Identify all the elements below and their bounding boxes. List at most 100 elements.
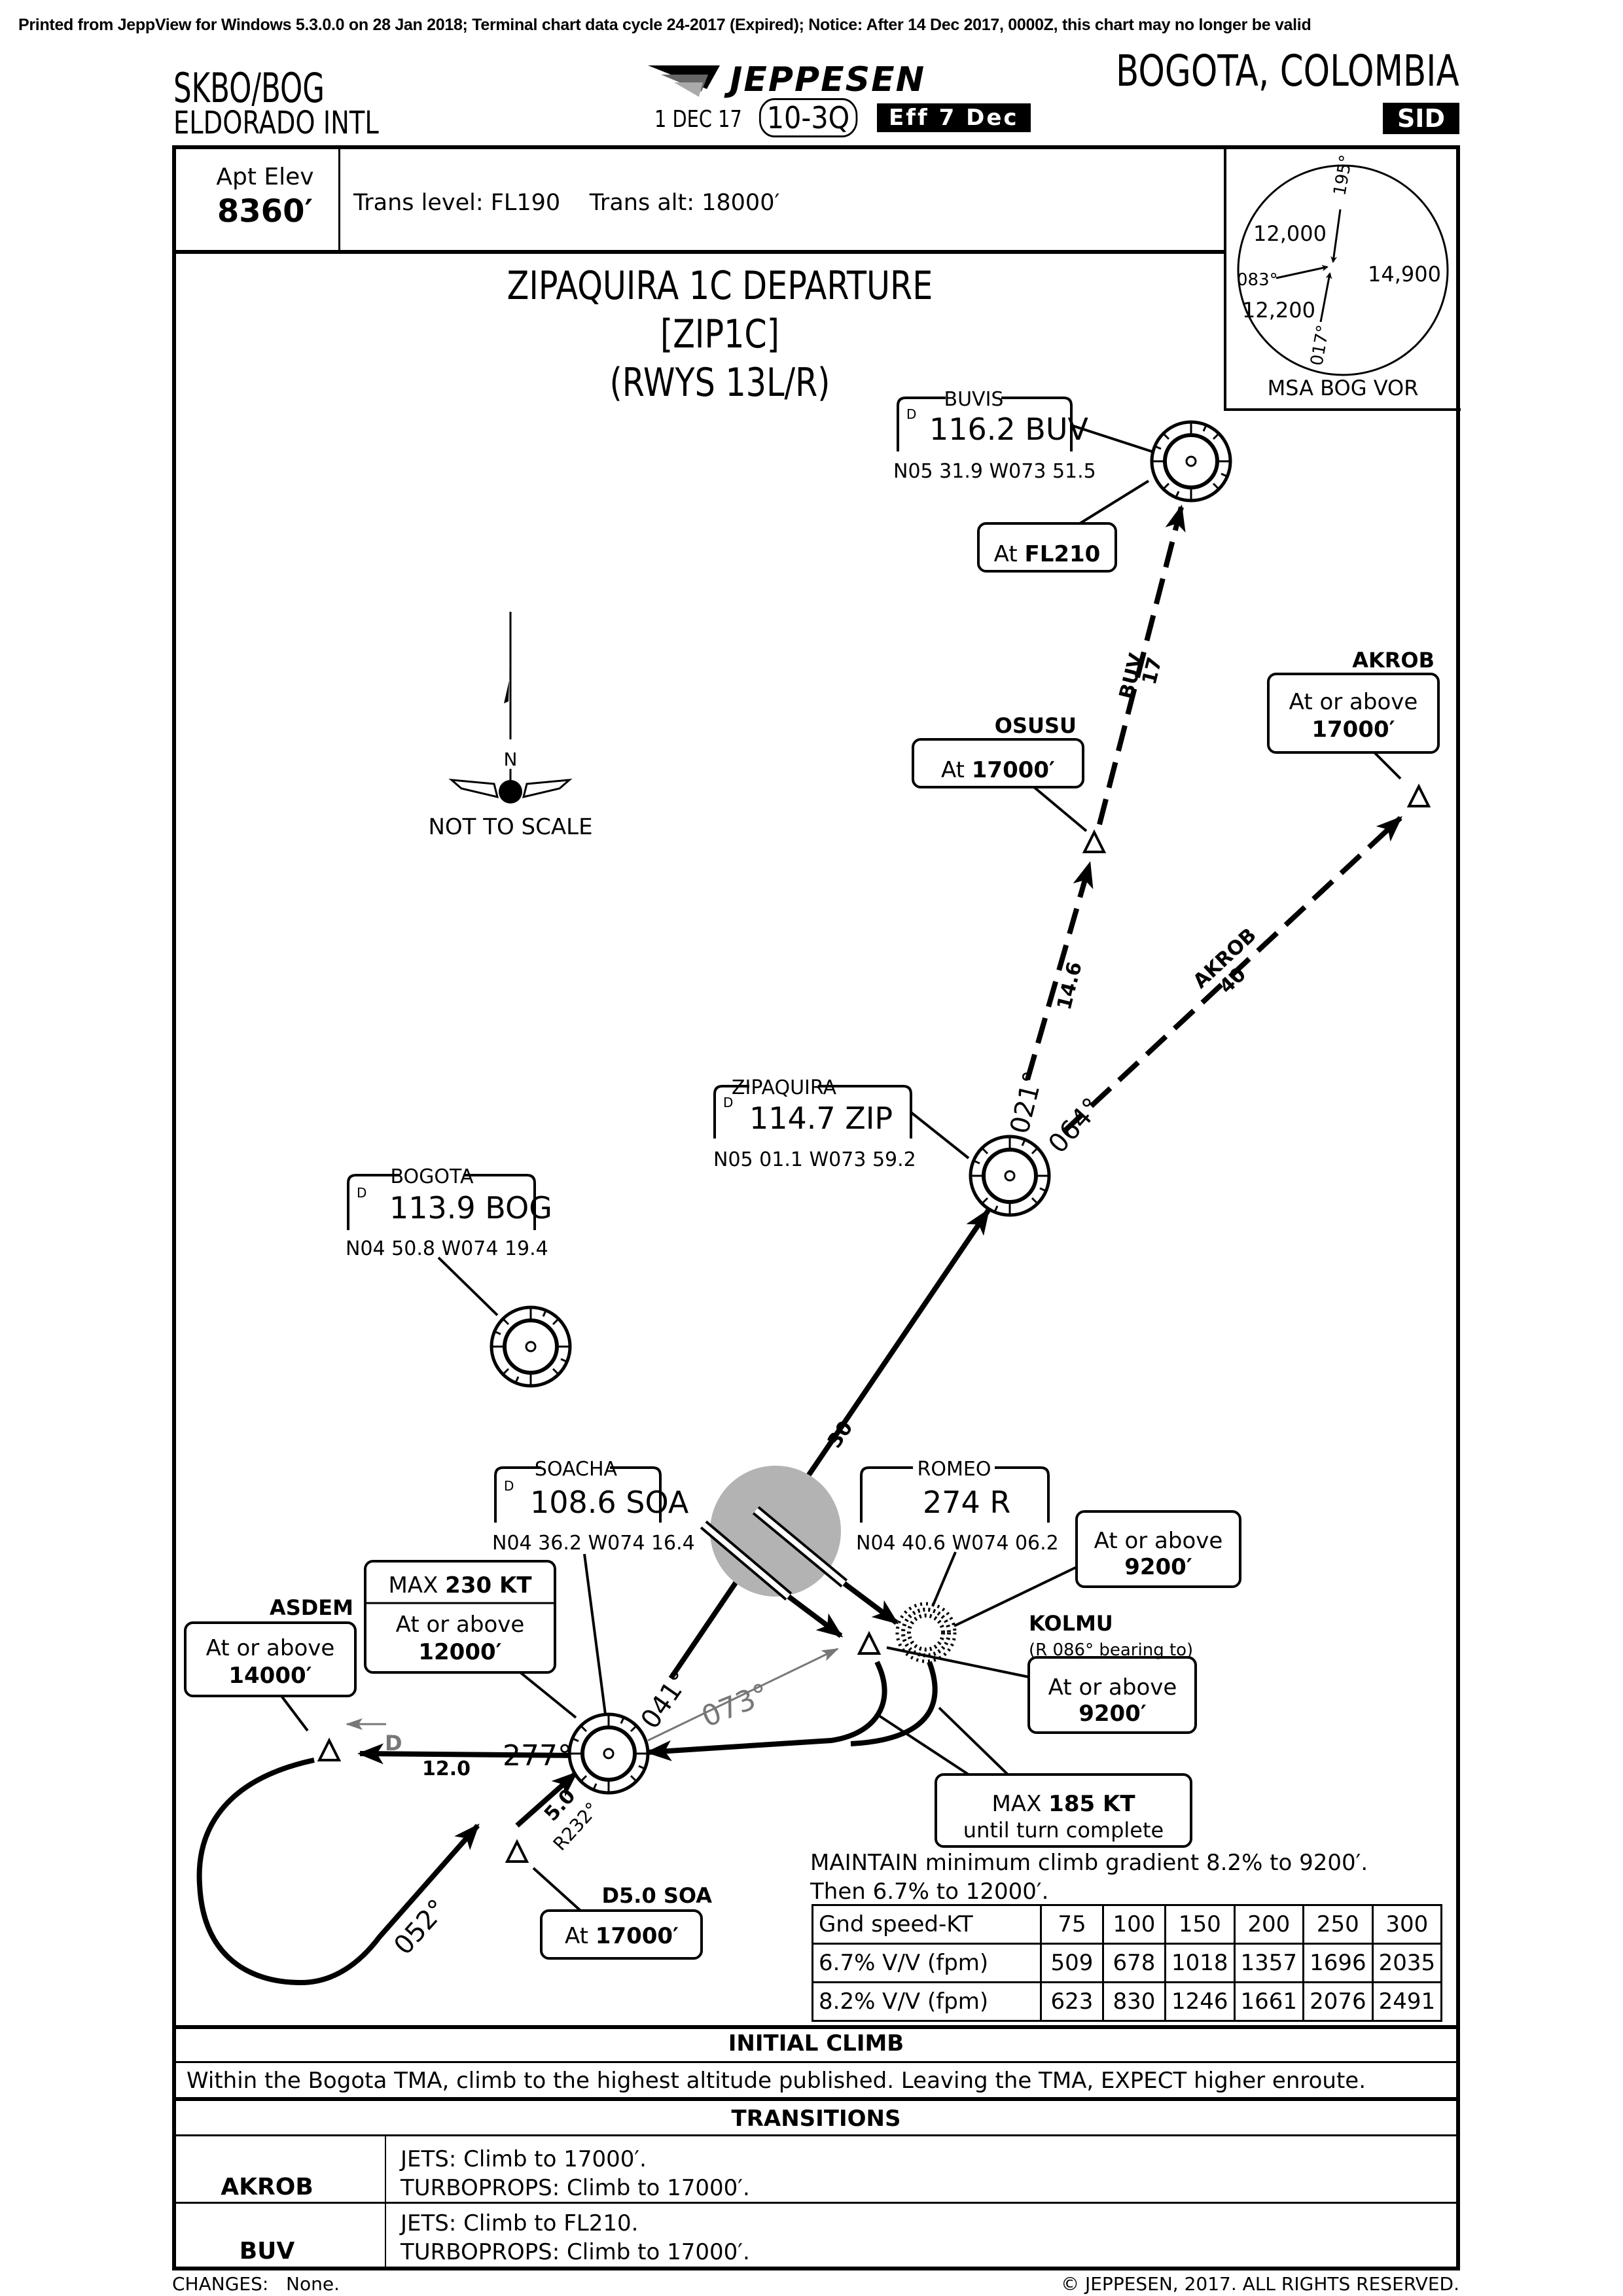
fix-name-d50soa: D5.0 SOA [601, 1883, 712, 1908]
fix-d50soa-icon[interactable] [505, 1839, 529, 1863]
msa-bearing-017: 017° [1307, 323, 1333, 367]
vor-zip-icon[interactable] [971, 1137, 1049, 1215]
table-cell: 830 [1102, 1981, 1166, 2022]
navaid-coords-soa: N04 36.2 W074 16.4 [492, 1532, 695, 1555]
msa-arrow-083 [1275, 264, 1329, 279]
svg-text:At FL210: At FL210 [994, 541, 1101, 567]
departure-13r [842, 1581, 899, 1625]
climb-line-2: Then 6.7% to 12000′. [810, 1879, 1049, 1905]
callout-d50soa [540, 1909, 703, 1960]
svg-text:At 17000′: At 17000′ [941, 757, 1055, 783]
course-052: 052° [388, 1894, 453, 1960]
navaid-class-buv: D [906, 406, 916, 422]
north-arrow-icon: N [448, 612, 573, 804]
divider [1224, 149, 1226, 411]
navaid-box-bog [347, 1174, 536, 1316]
effective-date: Eff 7 Dec [877, 103, 1031, 132]
transition-id-buv: BUV [239, 2238, 295, 2265]
navaid-coords-zip: N05 01.1 W073 59.2 [713, 1148, 916, 1171]
table-cell: 1357 [1233, 1943, 1305, 1983]
fix-akrob-icon[interactable] [1406, 783, 1431, 807]
climb-rate-table: Gnd speed-KT 75 100 150 200 250 300 6.7%… [812, 1904, 1443, 2022]
navaid-name-bog: BOGOTA [390, 1165, 474, 1188]
navaid-freq-bog: 113.9 BOG [389, 1190, 552, 1226]
navaid-box-buv [897, 397, 1152, 453]
navaid-coords-buv: N05 31.9 W073 51.5 [893, 460, 1096, 483]
fix-osusu-icon[interactable] [1082, 829, 1107, 853]
msa-arrow-017 [1319, 272, 1332, 323]
brand-name: JEPPESEN [730, 60, 926, 99]
table-cell: 678 [1102, 1943, 1166, 1983]
svg-text:N: N [504, 749, 518, 770]
kolmu-alt-prefix: At or above [1048, 1674, 1177, 1701]
copyright: © JEPPESEN, 2017. ALL RIGHTS RESERVED. [1061, 2273, 1459, 2295]
course-073: 073° [697, 1677, 774, 1734]
initial-climb-text: Within the Bogota TMA, climb to the high… [187, 2068, 1366, 2094]
callout-buv [977, 522, 1117, 573]
callout-kolmu [1027, 1656, 1197, 1734]
transition-text-buv: JETS: Climb to FL210. TURBOPROPS: Climb … [401, 2209, 750, 2267]
osusu-alt-value: 17000′ [972, 757, 1055, 783]
climb-gradient-note: MAINTAIN minimum climb gradient 8.2% to … [810, 1848, 1368, 1906]
navaid-coords-romeo: N04 40.6 W074 06.2 [856, 1532, 1059, 1555]
kolmu-note: (R 086° bearing to) [1029, 1640, 1193, 1660]
departure-13l [787, 1594, 844, 1638]
changes-note: CHANGES: None. [172, 2273, 340, 2295]
table-cell: 8.2% V/V (fpm) [812, 1981, 1042, 2022]
transition-line: TURBOPROPS: Climb to 17000′. [401, 2239, 750, 2265]
transition-info: Trans level: FL190 Trans alt: 18000′ [353, 190, 780, 216]
divider [172, 2097, 1460, 2101]
msa-circle [1237, 164, 1449, 376]
title-line-2: [ZIP1C] [660, 311, 779, 357]
divider [1224, 408, 1461, 411]
table-cell: 2076 [1302, 1981, 1374, 2022]
navaid-box-zip [713, 1085, 970, 1159]
fix-name-asdem: ASDEM [270, 1595, 353, 1620]
navaid-freq-soa: 108.6 SOA [530, 1485, 689, 1520]
table-cell: 300 [1371, 1904, 1443, 1945]
table-cell: 2491 [1371, 1981, 1443, 2022]
navaid-box-soa [494, 1466, 662, 1715]
msa-label: MSA BOG VOR [1268, 376, 1419, 400]
table-cell: 1661 [1233, 1981, 1305, 2022]
soa-alt-prefix: At or above [396, 1612, 525, 1638]
chart-frame [172, 145, 1460, 2270]
navaid-name-soa: SOACHA [535, 1458, 618, 1481]
navaid-freq-romeo: 274 R [923, 1485, 1010, 1520]
romeo-alt-prefix: At or above [1094, 1528, 1223, 1554]
navaid-name-zip: ZIPAQUIRA [732, 1076, 837, 1099]
turn-speed-prefix: MAX [991, 1791, 1041, 1817]
callout-akrob [1267, 673, 1440, 754]
inbound-073 [647, 1648, 839, 1742]
msa-diagram: 195° 083° 017° 12,000 14,900 12,200 MSA … [1237, 153, 1449, 400]
fix-name-kolmu: KOLMU [1029, 1611, 1113, 1636]
callout-turn-speed [935, 1773, 1192, 1848]
buv-alt-prefix: At [994, 541, 1018, 567]
chart-type-badge: SID [1382, 103, 1459, 134]
d50-alt-value: 17000′ [596, 1923, 679, 1949]
transition-line: TURBOPROPS: Climb to 17000′. [401, 2175, 750, 2201]
fix-turn-icon[interactable] [857, 1631, 882, 1655]
navaid-box-romeo [860, 1466, 1050, 1607]
table-row: 8.2% V/V (fpm) 623 830 1246 1661 2076 24… [812, 1981, 1443, 2022]
procedure-title: ZIPAQUIRA 1C DEPARTURE [ZIP1C] (RWYS 13L… [452, 262, 988, 407]
fix-name-osusu: OSUSU [995, 713, 1077, 738]
vor-buv-icon[interactable] [1152, 422, 1230, 501]
callout-romeo [1075, 1510, 1241, 1588]
divider [172, 2025, 1460, 2029]
title-line-1: ZIPAQUIRA 1C DEPARTURE [507, 263, 933, 309]
table-cell: 1246 [1164, 1981, 1236, 2022]
table-cell: 623 [1040, 1981, 1104, 2022]
divider [338, 149, 340, 251]
route-soa-zip [668, 1208, 991, 1680]
fix-asdem-icon[interactable] [317, 1737, 342, 1761]
apt-elev-label: Apt Elev [216, 164, 314, 190]
vor-soa-icon[interactable] [569, 1714, 648, 1793]
callout-asdem [184, 1621, 357, 1697]
vor-bog-icon[interactable] [491, 1307, 570, 1386]
table-cell: 200 [1233, 1904, 1305, 1945]
ndb-romeo-icon[interactable] [895, 1602, 957, 1663]
route-osusu-buv [1097, 504, 1186, 825]
leg-dist-12: 12.0 [422, 1757, 471, 1780]
